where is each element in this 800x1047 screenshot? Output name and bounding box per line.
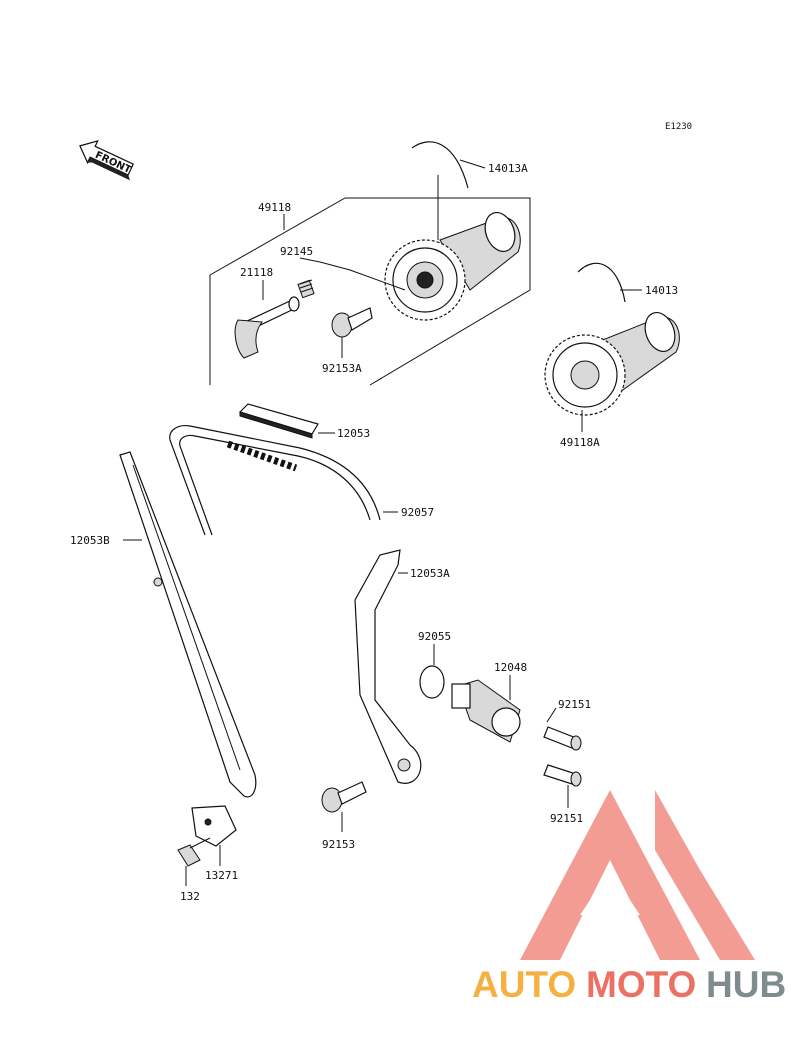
tensioner-guide-12053a [354, 549, 422, 784]
label-14013a: 14013A [488, 162, 528, 175]
bracket-13271 [191, 805, 237, 847]
camshaft-49118 [384, 212, 521, 321]
chain-guide-12053 [238, 403, 319, 439]
label-12053a: 12053A [410, 567, 450, 580]
circlip-14013 [577, 262, 626, 303]
label-92151-bottom: 92151 [550, 812, 583, 825]
label-92153: 92153 [322, 838, 355, 851]
watermark-auto: AUTO [472, 964, 576, 1005]
cam-chain-92057 [169, 425, 381, 536]
automotohub-logo [520, 790, 755, 960]
leader-92151-top [546, 707, 557, 723]
label-49118: 49118 [258, 201, 291, 214]
label-92055: 92055 [418, 630, 451, 643]
bolt-92153 [321, 781, 367, 813]
watermark-moto: MOTO [586, 964, 696, 1005]
bolt-132 [177, 837, 211, 867]
label-13271: 13271 [205, 869, 238, 882]
watermark-hub: HUB [706, 964, 786, 1005]
spring-92145 [297, 279, 315, 299]
label-21118: 21118 [240, 266, 273, 279]
label-132: 132 [180, 890, 200, 903]
bolt-92151-top [543, 726, 582, 751]
label-92057: 92057 [401, 506, 434, 519]
leader-92145 [299, 257, 406, 291]
leader-14013a [459, 159, 486, 169]
label-12053: 12053 [337, 427, 370, 440]
o-ring-92055 [419, 665, 445, 699]
chain-guide-12053b [119, 451, 257, 798]
label-49118a: 49118A [560, 436, 600, 449]
label-92153a: 92153A [322, 362, 362, 375]
camshaft-49118a [544, 312, 680, 416]
label-14013: 14013 [645, 284, 678, 297]
front-arrow-icon: FRONT [79, 139, 135, 181]
label-12053b: 12053B [70, 534, 110, 547]
label-92145: 92145 [280, 245, 313, 258]
label-92151-top: 92151 [558, 698, 591, 711]
diagram-code: E1230 [665, 122, 692, 132]
pin-21118 [234, 296, 300, 359]
bolt-92153a [331, 307, 373, 338]
label-12048: 12048 [494, 661, 527, 674]
bolt-92151-bottom [543, 764, 582, 787]
circlip-14013a [411, 141, 469, 189]
tensioner-12048 [451, 679, 521, 743]
